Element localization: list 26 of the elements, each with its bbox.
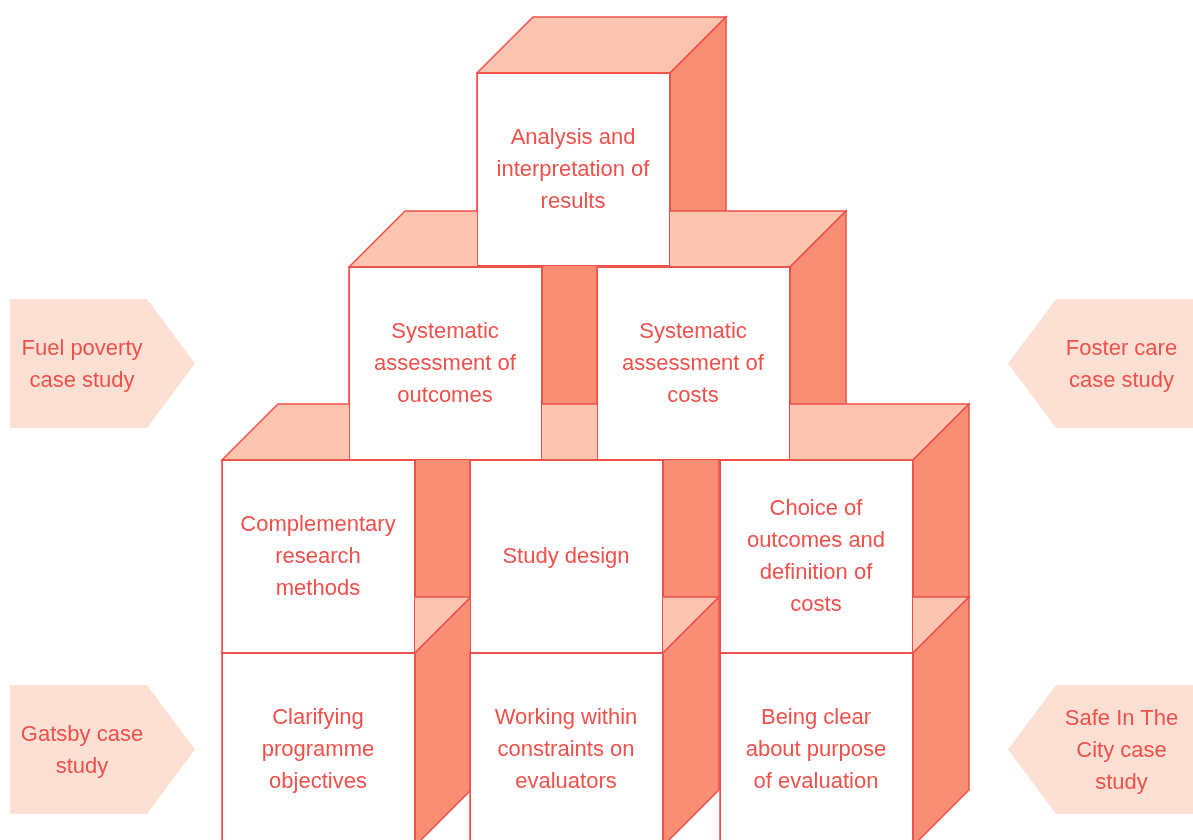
block-label: Working within constraints on evaluators bbox=[493, 702, 639, 795]
block-label: Gatsby case study bbox=[19, 719, 145, 780]
arrow-tag bbox=[1008, 299, 1193, 428]
block-label: Fuel poverty case study bbox=[20, 333, 144, 394]
block-label: Systematic assessment of costs bbox=[621, 316, 765, 409]
arrow-tag bbox=[10, 685, 195, 814]
arrow-tag bbox=[10, 299, 195, 428]
cube-front-face bbox=[720, 653, 913, 840]
cube-front-face bbox=[597, 267, 790, 460]
block-label: Study design bbox=[502, 541, 630, 570]
cube-front-face bbox=[349, 267, 542, 460]
block-label: Foster care case study bbox=[1064, 333, 1179, 394]
block-label: Choice of outcomes and definition of costs bbox=[745, 493, 887, 618]
arrow-tag bbox=[1008, 685, 1193, 814]
cube-front-face bbox=[222, 653, 415, 840]
cube-front-face bbox=[470, 653, 663, 840]
cube-front-face bbox=[477, 73, 670, 266]
block-label: Systematic assessment of outcomes bbox=[373, 316, 517, 409]
block-label: Analysis and interpretation of results bbox=[495, 122, 651, 215]
cube-front-face bbox=[720, 460, 913, 653]
cube-front-face bbox=[470, 460, 663, 653]
block-label: Clarifying programme objectives bbox=[260, 702, 376, 795]
block-label: Being clear about purpose of evaluation bbox=[744, 702, 888, 795]
block-label: Complementary research methods bbox=[239, 509, 397, 602]
block-label: Safe In The City case study bbox=[1063, 703, 1180, 796]
cube-front-face bbox=[222, 460, 415, 653]
